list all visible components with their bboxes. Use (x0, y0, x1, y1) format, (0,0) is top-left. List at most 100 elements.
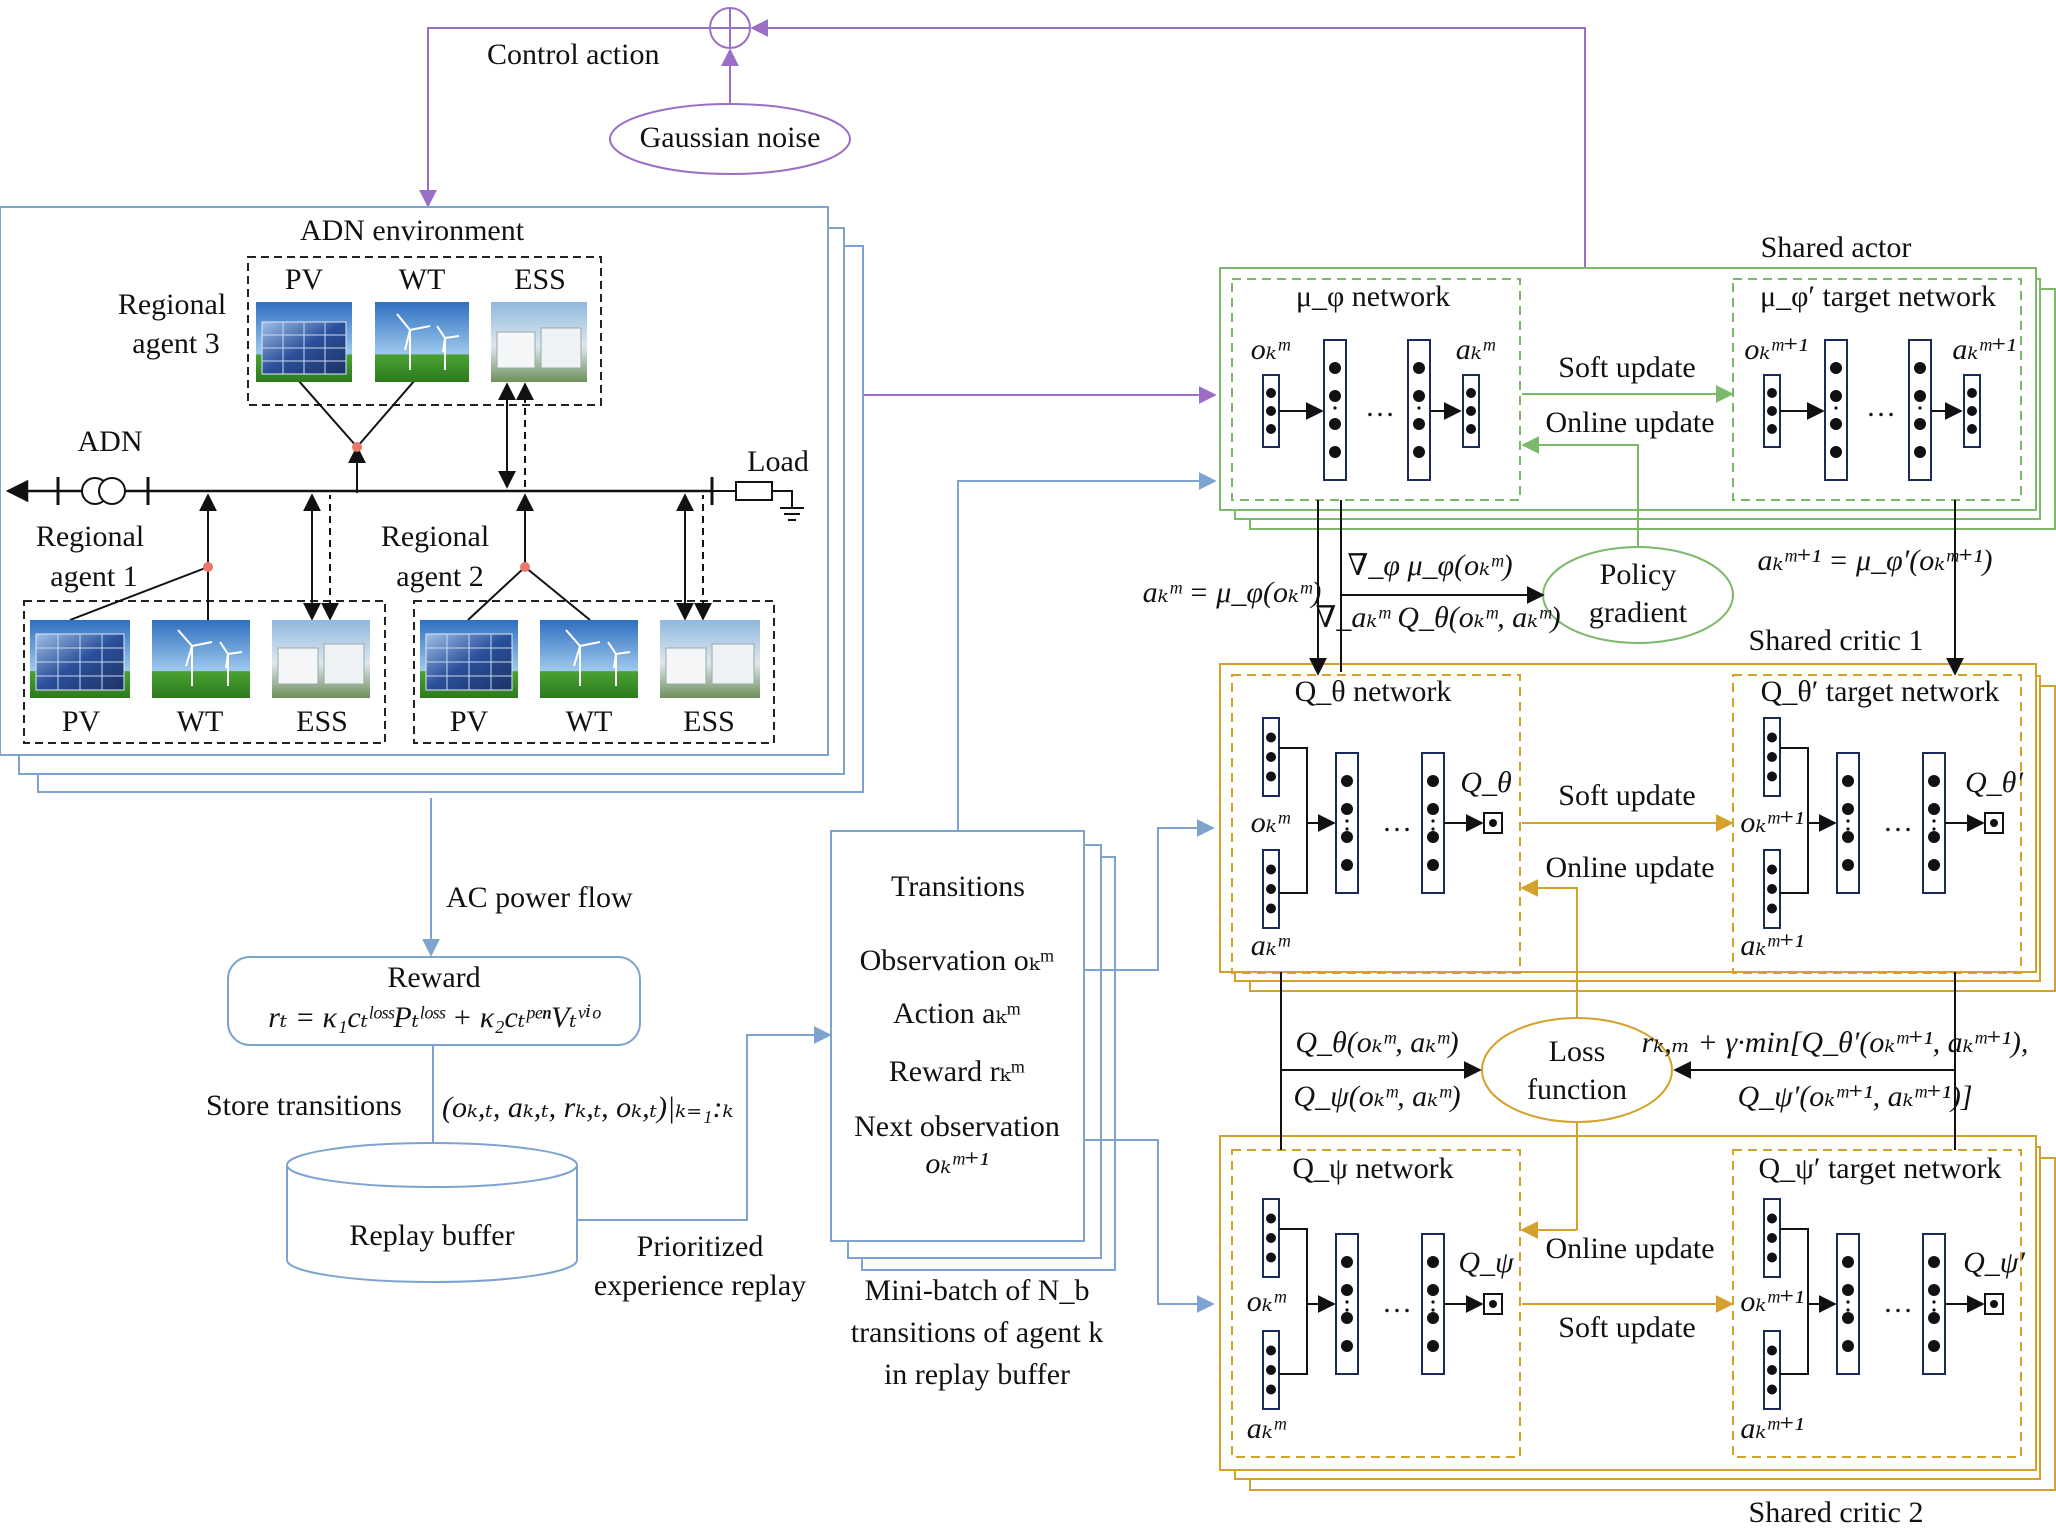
neuron (1427, 1340, 1439, 1352)
ess-label: ESS (683, 705, 735, 738)
neuron (1266, 406, 1276, 416)
neuron (1341, 1340, 1353, 1352)
control-action-label: Control action (487, 38, 660, 71)
adn-environment (0, 206, 864, 793)
neuron (1928, 1340, 1940, 1352)
per-label-1: Prioritized (636, 1230, 764, 1263)
svg-text:…: … (1883, 1286, 1913, 1319)
neuron (1341, 775, 1353, 787)
pv-label: PV (284, 263, 324, 296)
replay-buffer-cylinder (286, 1142, 578, 1283)
q-theta-label: Q_θ(oₖᵐ, aₖᵐ) (1295, 1026, 1459, 1059)
per-label-2: experience replay (593, 1269, 807, 1302)
critic1-target-output-label: Q_θ′ (1965, 766, 2023, 799)
pv-label: PV (61, 705, 101, 738)
actor-network-title: μ_φ network (1295, 280, 1451, 313)
shared-critic-2-title: Shared critic 2 (1748, 1496, 1924, 1529)
control-action-loop (419, 7, 1586, 404)
wt-label: WT (398, 263, 446, 296)
hidden-layer (1323, 339, 1347, 481)
neuron (1266, 864, 1276, 875)
neuron (1427, 1256, 1439, 1268)
hidden-layer (1421, 752, 1445, 894)
agent3-device-box (247, 256, 602, 406)
critic1-soft-update-label: Soft update (1558, 779, 1696, 812)
neuron (1767, 884, 1777, 894)
neuron (1842, 775, 1854, 787)
transitions-stack (830, 472, 1217, 1313)
transition-item: Action aₖᵐ (892, 997, 1022, 1030)
shared-actor (1219, 267, 2056, 530)
ess-image (660, 620, 760, 698)
neuron (1928, 1256, 1940, 1268)
neuron (1967, 388, 1977, 398)
neuron (1329, 390, 1341, 402)
target-value-label-2: Q_ψ′(oₖᵐ⁺¹, aₖᵐ⁺¹)] (1737, 1080, 1973, 1113)
critic2-online-update-label: Online update (1545, 1232, 1715, 1265)
neuron (1266, 1252, 1276, 1263)
neuron (1266, 1345, 1276, 1356)
neuron (1767, 771, 1777, 782)
neuron (1329, 446, 1341, 458)
neuron (1413, 446, 1425, 458)
grad-q-label: ∇_aₖᵐ Q_θ(oₖᵐ, aₖᵐ) (1315, 601, 1561, 634)
hidden-layer (1922, 752, 1946, 894)
agent2-label-1: Regional (380, 520, 490, 553)
wt-image (152, 620, 250, 698)
pv-label: PV (449, 705, 489, 738)
neuron (1466, 406, 1476, 416)
neuron (1842, 1340, 1854, 1352)
reward-title: Reward (387, 961, 481, 994)
ess-label: ESS (296, 705, 348, 738)
critic2-target-output-label: Q_ψ′ (1963, 1246, 2025, 1279)
svg-text:…: … (1883, 805, 1913, 838)
neuron (1266, 424, 1276, 434)
hidden-layer (1407, 339, 1431, 481)
loss-function-ellipse (1481, 1017, 1673, 1123)
grad-mu-label: ∇_φ μ_φ(oₖᵐ) (1347, 549, 1513, 582)
neuron (1341, 1256, 1353, 1268)
neuron (1767, 752, 1777, 762)
wt-image (375, 302, 469, 382)
neuron (1767, 1345, 1777, 1356)
policy-gradient-label-1: Policy (1599, 558, 1677, 591)
actor-input-label: oₖᵐ (1250, 333, 1290, 366)
loss-function-label-1: Loss (1548, 1035, 1606, 1068)
neuron (1266, 388, 1276, 398)
critic2-obs-label: oₖᵐ (1246, 1285, 1286, 1318)
critic1-arrows (1280, 814, 1956, 1239)
agent2-device-box (413, 600, 775, 744)
neuron (1967, 406, 1977, 416)
neuron (1767, 1213, 1777, 1224)
neuron (1427, 1284, 1439, 1296)
agent1-label-1: Regional (35, 520, 145, 553)
critic1-target-action-label: aₖᵐ⁺¹ (1740, 929, 1804, 962)
neuron (1329, 418, 1341, 430)
neuron (1266, 1233, 1276, 1243)
policy-gradient-label-2: gradient (1588, 596, 1688, 629)
neuron (1967, 424, 1977, 434)
neuron (1767, 1384, 1777, 1395)
neuron (1767, 1252, 1777, 1263)
neuron (1266, 771, 1276, 782)
critic1-target-network-title: Q_θ′ target network (1760, 675, 2000, 708)
neuron (1767, 732, 1777, 743)
transition-item: Observation oₖᵐ (859, 944, 1055, 977)
transition-item: Reward rₖᵐ (888, 1055, 1026, 1088)
pv-image (420, 620, 518, 698)
loss-function-label-2: function (1527, 1073, 1627, 1106)
pv-image (30, 620, 130, 698)
neuron (1266, 1213, 1276, 1224)
wt-label: WT (176, 705, 224, 738)
neuron (1413, 418, 1425, 430)
network-icons: ……………… (1262, 339, 2004, 1410)
ac-power-flow-label: AC power flow (446, 881, 633, 914)
ess-image (272, 620, 370, 698)
critic2-soft-update-label: Soft update (1558, 1311, 1696, 1344)
target-action-equation: aₖᵐ⁺¹ = μ_φ′(oₖᵐ⁺¹) (1757, 544, 1993, 577)
actor-soft-update-label: Soft update (1558, 351, 1696, 384)
neuron (1830, 362, 1842, 374)
svg-text:…: … (1866, 390, 1896, 423)
next-observation-value: oₖᵐ⁺¹ (925, 1147, 989, 1180)
neuron (1767, 388, 1777, 398)
